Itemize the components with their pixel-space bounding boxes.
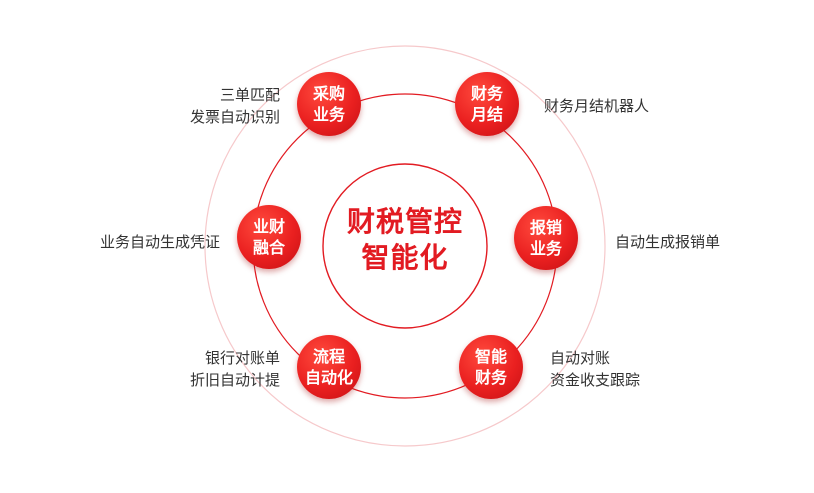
node-process-automation: 流程 自动化 bbox=[297, 335, 361, 399]
desc-smart-finance-line1: 自动对账 bbox=[550, 349, 611, 367]
node-process-automation-line1: 流程 bbox=[312, 347, 345, 366]
node-business-finance-line1: 业财 bbox=[252, 217, 285, 236]
desc-procurement-line2: 发票自动识别 bbox=[189, 108, 280, 126]
desc-reimbursement: 自动生成报销单 bbox=[615, 231, 720, 253]
node-smart-finance: 智能 财务 bbox=[459, 335, 523, 399]
desc-procurement: 三单匹配 发票自动识别 bbox=[190, 84, 280, 128]
node-procurement-line1: 采购 bbox=[312, 84, 345, 103]
node-business-finance: 业财 融合 bbox=[237, 205, 301, 269]
desc-reimbursement-line1: 自动生成报销单 bbox=[615, 233, 721, 251]
node-smart-finance-line1: 智能 bbox=[474, 347, 507, 366]
desc-process-automation-line2: 折旧自动计提 bbox=[189, 371, 280, 389]
node-month-end-line1: 财务 bbox=[470, 84, 503, 103]
desc-business-finance-line1: 业务自动生成凭证 bbox=[99, 233, 220, 251]
center-title-line1: 财税管控 bbox=[346, 205, 463, 238]
desc-month-end: 财务月结机器人 bbox=[544, 95, 649, 117]
node-reimbursement-line1: 报销 bbox=[529, 218, 562, 237]
inner-ring bbox=[322, 163, 488, 329]
outer-ring bbox=[204, 45, 606, 447]
node-month-end-line2: 月结 bbox=[470, 105, 503, 124]
desc-process-automation-line1: 银行对账单 bbox=[204, 349, 280, 367]
center-title-line2: 智能化 bbox=[361, 241, 449, 274]
desc-process-automation: 银行对账单 折旧自动计提 bbox=[190, 347, 280, 391]
node-procurement: 采购 业务 bbox=[297, 72, 361, 136]
node-reimbursement: 报销 业务 bbox=[514, 206, 578, 270]
node-process-automation-line2: 自动化 bbox=[304, 368, 353, 387]
desc-smart-finance: 自动对账 资金收支跟踪 bbox=[550, 347, 640, 391]
node-reimbursement-line2: 业务 bbox=[529, 239, 562, 258]
node-procurement-line2: 业务 bbox=[312, 105, 345, 124]
node-month-end: 财务 月结 bbox=[455, 72, 519, 136]
desc-month-end-line1: 财务月结机器人 bbox=[544, 97, 650, 115]
desc-procurement-line1: 三单匹配 bbox=[219, 86, 280, 104]
desc-smart-finance-line2: 资金收支跟踪 bbox=[550, 371, 641, 389]
desc-business-finance: 业务自动生成凭证 bbox=[100, 231, 220, 253]
node-business-finance-line2: 融合 bbox=[252, 238, 285, 257]
node-smart-finance-line2: 财务 bbox=[474, 368, 507, 387]
